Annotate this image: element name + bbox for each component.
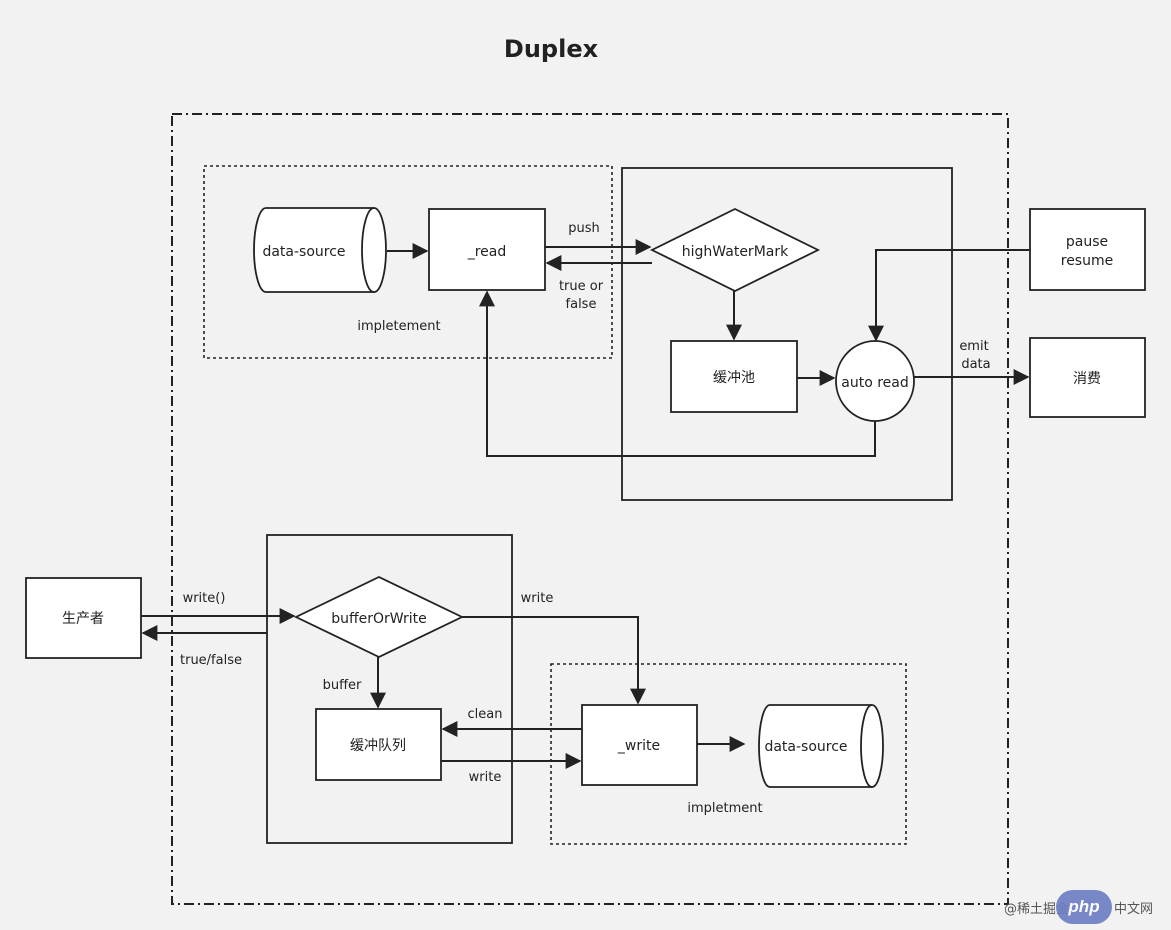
label-impletement: impletement bbox=[357, 319, 440, 334]
svg-text:bufferOrWrite: bufferOrWrite bbox=[331, 611, 427, 627]
arrow-write-direct bbox=[462, 616, 646, 705]
label-true-false: true/false bbox=[180, 653, 242, 668]
auto-read-circle: auto read bbox=[835, 340, 915, 422]
write-function-box: _write bbox=[581, 704, 698, 786]
svg-text:_write: _write bbox=[617, 738, 660, 754]
buffer-queue-box: 缓冲队列 bbox=[315, 708, 442, 781]
svg-text:auto read: auto read bbox=[841, 375, 908, 391]
label-clean: clean bbox=[468, 707, 503, 722]
label-true-or-line1: true or bbox=[559, 279, 604, 294]
label-impletment: impletment bbox=[687, 801, 762, 816]
svg-text:缓冲池: 缓冲池 bbox=[713, 370, 755, 386]
arrow-pause-resume-to-autoread bbox=[868, 249, 1030, 342]
svg-text:生产者: 生产者 bbox=[62, 611, 104, 627]
buffer-or-write-diamond: bufferOrWrite bbox=[293, 576, 465, 658]
write-data-source-cylinder: data-source bbox=[758, 704, 884, 788]
svg-text:data-source: data-source bbox=[764, 739, 847, 755]
label-write-bottom: write bbox=[469, 770, 502, 785]
label-buffer: buffer bbox=[323, 678, 362, 693]
svg-text:消费: 消费 bbox=[1073, 371, 1101, 387]
php-logo-badge: php bbox=[1056, 890, 1112, 924]
svg-text:缓冲队列: 缓冲队列 bbox=[350, 738, 406, 754]
svg-text:resume: resume bbox=[1061, 253, 1113, 269]
pause-resume-box: pause resume bbox=[1029, 208, 1146, 291]
write-implement-group bbox=[550, 663, 907, 845]
label-emit: emit bbox=[959, 339, 988, 354]
producer-box: 生产者 bbox=[25, 577, 142, 659]
read-function-box: _read bbox=[428, 208, 546, 291]
readable-internal-box bbox=[621, 167, 953, 501]
arrow-autoread-loop-to-read bbox=[479, 290, 876, 457]
label-write-call: write() bbox=[183, 591, 226, 606]
php-logo-text: php bbox=[1068, 897, 1100, 916]
label-push: push bbox=[568, 221, 600, 236]
svg-text:pause: pause bbox=[1066, 234, 1108, 250]
diagram-title: Duplex bbox=[504, 35, 599, 63]
label-true-or-line2: false bbox=[566, 297, 597, 312]
watermark-cn: 中文网 bbox=[1114, 902, 1153, 917]
read-data-source-cylinder: data-source bbox=[253, 207, 387, 293]
high-water-mark-diamond: highWaterMark bbox=[649, 207, 821, 293]
watermark-juejin: @稀土掘金 bbox=[1004, 901, 1069, 917]
writable-internal-box bbox=[266, 534, 513, 844]
buffer-pool-box: 缓冲池 bbox=[670, 340, 798, 413]
svg-text:_read: _read bbox=[467, 244, 507, 260]
label-data: data bbox=[961, 357, 990, 372]
label-write-top: write bbox=[521, 591, 554, 606]
duplex-boundary bbox=[171, 113, 1009, 905]
svg-text:data-source: data-source bbox=[262, 244, 345, 260]
svg-text:highWaterMark: highWaterMark bbox=[682, 244, 789, 260]
consume-box: 消费 bbox=[1029, 337, 1146, 418]
